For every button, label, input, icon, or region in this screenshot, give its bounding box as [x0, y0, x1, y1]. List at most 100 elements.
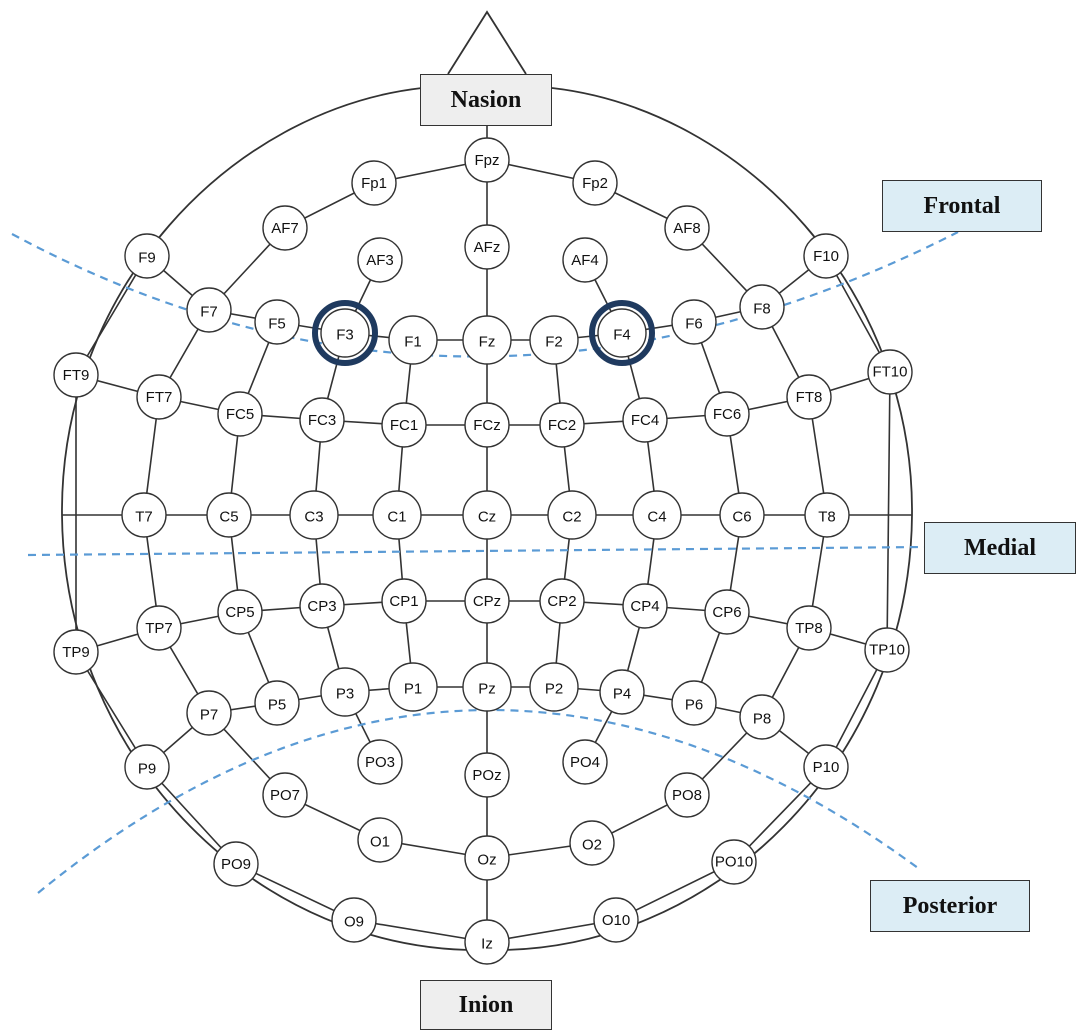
electrode-ft8: FT8: [786, 374, 832, 420]
electrode-af8: AF8: [664, 205, 710, 251]
electrode-label: AF3: [366, 252, 394, 269]
electrode-f9: F9: [124, 233, 170, 279]
electrode-label: Fz: [479, 333, 496, 350]
electrode-ft10: FT10: [867, 349, 913, 395]
electrode-cp4: CP4: [622, 583, 668, 629]
frontal-region-label: Frontal: [882, 180, 1042, 232]
electrode-label: F9: [138, 249, 156, 266]
electrode-f6: F6: [671, 299, 717, 345]
electrode-cp6: CP6: [704, 589, 750, 635]
electrode-label: FT9: [63, 367, 90, 384]
electrode-t7: T7: [121, 492, 167, 538]
electrode-oz: Oz: [464, 835, 510, 881]
electrode-label: AFz: [474, 239, 501, 256]
electrode-f1: F1: [388, 315, 438, 365]
electrode-fcz: FCz: [464, 402, 510, 448]
electrode-label: FC4: [631, 412, 659, 429]
electrode-p10: P10: [803, 744, 849, 790]
electrode-po8: PO8: [664, 772, 710, 818]
electrode-circle: [351, 160, 397, 206]
electrode-po3: PO3: [357, 739, 403, 785]
electrode-label: FCz: [473, 417, 501, 434]
electrode-label: Oz: [477, 851, 496, 868]
electrode-label: C6: [732, 508, 751, 525]
electrode-circle: [462, 315, 512, 365]
electrode-label: P9: [138, 760, 156, 777]
posterior-boundary-line: [37, 708, 919, 894]
electrode-label: CP1: [389, 593, 418, 610]
electrode-label: C2: [562, 508, 581, 525]
posterior-region-label: Posterior: [870, 880, 1030, 932]
electrode-label: C1: [387, 508, 406, 525]
electrode-label: TP7: [145, 620, 173, 637]
electrode-label: FC2: [548, 417, 576, 434]
electrode-label: CP6: [712, 604, 741, 621]
electrode-f5: F5: [254, 299, 300, 345]
electrode-o9: O9: [331, 897, 377, 943]
electrode-circle: [622, 397, 668, 443]
inion-label: Inion: [420, 980, 552, 1030]
electrode-cp3: CP3: [299, 583, 345, 629]
electrode-circle: [357, 817, 403, 863]
electrode-label: Fpz: [474, 152, 499, 169]
electrode-fp1: Fp1: [351, 160, 397, 206]
electrode-circle: [136, 374, 182, 420]
electrode-circle: [547, 490, 597, 540]
electrode-p6: P6: [671, 680, 717, 726]
electrode-label: POz: [472, 767, 501, 784]
electrode-circle: [53, 629, 99, 675]
electrode-label: P7: [200, 706, 218, 723]
electrode-p2: P2: [529, 662, 579, 712]
electrode-circle: [867, 349, 913, 395]
electrode-label: Fp2: [582, 175, 608, 192]
electrode-circle: [53, 352, 99, 398]
region-boundaries: [11, 231, 959, 894]
electrode-label: P5: [268, 696, 286, 713]
electrode-f2: F2: [529, 315, 579, 365]
electrode-tp8: TP8: [786, 605, 832, 651]
electrode-circle: [664, 772, 710, 818]
electrode-label: O9: [344, 913, 364, 930]
electrode-cp2: CP2: [539, 578, 585, 624]
electrode-label: TP9: [62, 644, 90, 661]
electrode-fc4: FC4: [622, 397, 668, 443]
electrode-circle: [803, 233, 849, 279]
electrode-label: PO7: [270, 787, 300, 804]
electrode-label: FT7: [146, 389, 173, 406]
electrode-circle: [213, 841, 259, 887]
electrode-circle: [529, 315, 579, 365]
electrode-label: FT8: [796, 389, 823, 406]
electrode-label: FT10: [872, 363, 907, 380]
electrode-pz: Pz: [462, 662, 512, 712]
electrode-circle: [562, 739, 608, 785]
electrode-label: FC1: [390, 417, 418, 434]
electrode-af4: AF4: [562, 237, 608, 283]
highlight-ring: [312, 300, 378, 366]
electrode-fc1: FC1: [381, 402, 427, 448]
frontal-boundary-line: [11, 231, 959, 358]
electrode-circle: [186, 287, 232, 333]
electrode-circle: [786, 605, 832, 651]
electrode-label: F5: [268, 315, 286, 332]
electrode-circle: [262, 772, 308, 818]
electrode-label: PO10: [715, 853, 753, 870]
electrode-circle: [464, 578, 510, 624]
electrode-circle: [572, 160, 618, 206]
electrode-circle: [121, 492, 167, 538]
electrode-circle: [372, 490, 422, 540]
electrode-label: PO4: [570, 754, 600, 771]
electrode-p5: P5: [254, 680, 300, 726]
electrode-circle: [599, 669, 645, 715]
electrode-circle: [671, 299, 717, 345]
electrode-label: F4: [613, 326, 631, 343]
electrode-circle: [206, 492, 252, 538]
electrode-circle: [711, 839, 757, 885]
electrode-af7: AF7: [262, 205, 308, 251]
electrode-circle: [388, 662, 438, 712]
electrode-label: P6: [685, 696, 703, 713]
medial-boundary-line: [27, 545, 925, 557]
electrode-cpz: CPz: [464, 578, 510, 624]
electrode-circle: [124, 744, 170, 790]
